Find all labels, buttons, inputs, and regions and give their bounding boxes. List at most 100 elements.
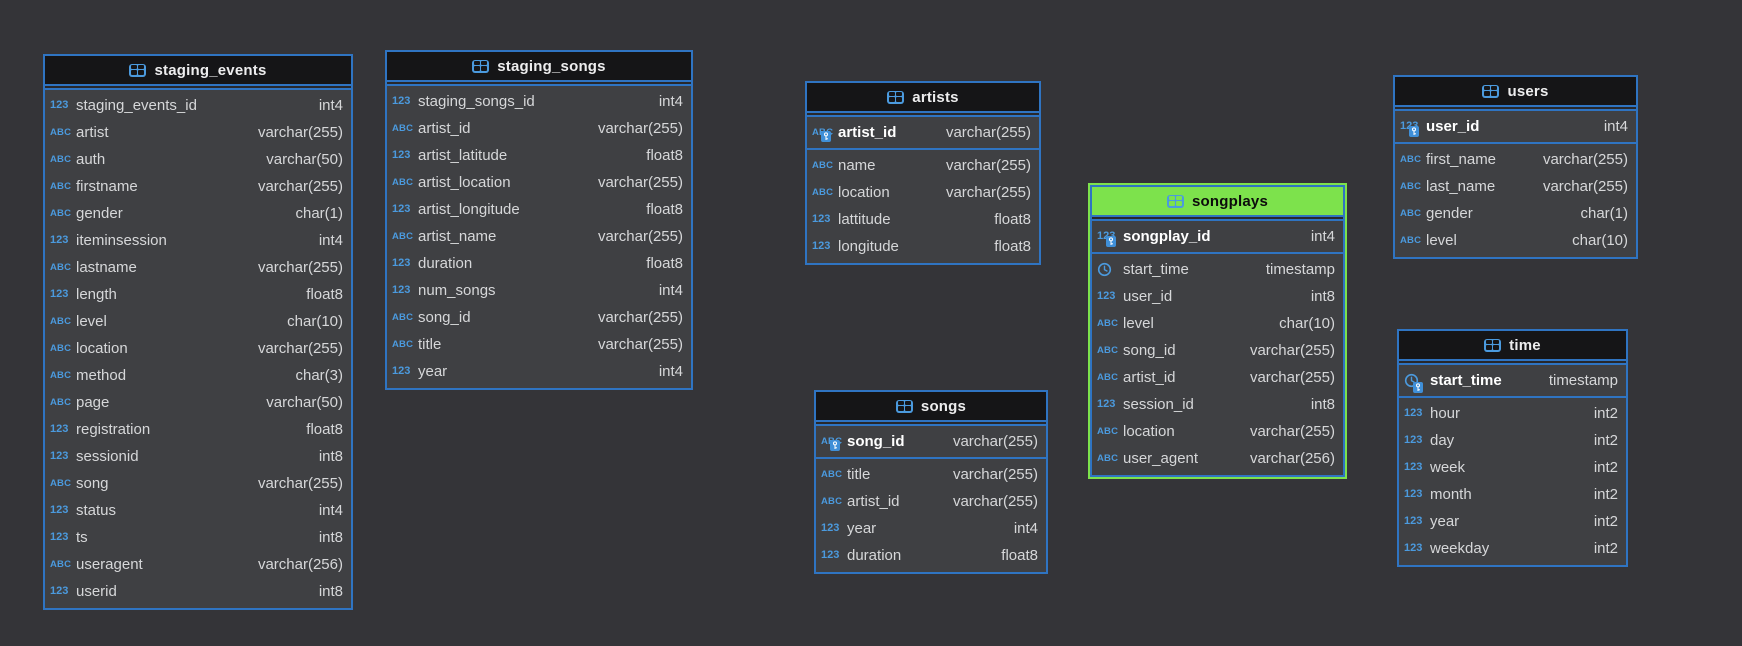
column-name: song xyxy=(76,475,109,492)
column-row-longitude[interactable]: 123 longitude float8 xyxy=(807,233,1039,260)
column-row-name[interactable]: ABC name varchar(255) xyxy=(807,152,1039,179)
column-row-lastname[interactable]: ABC lastname varchar(255) xyxy=(45,254,351,281)
column-row-location[interactable]: ABC location varchar(255) xyxy=(1092,418,1343,445)
column-row-artist_longitude[interactable]: 123 artist_longitude float8 xyxy=(387,196,691,223)
column-row-song[interactable]: ABC song varchar(255) xyxy=(45,470,351,497)
table-title: staging_events xyxy=(154,61,267,79)
table-songs[interactable]: songs ABC song_id varchar(255) ABC title… xyxy=(814,390,1048,574)
column-name: artist_id xyxy=(418,120,471,137)
column-row-start_time[interactable]: start_time timestamp xyxy=(1399,367,1626,394)
column-row-week[interactable]: 123 week int2 xyxy=(1399,454,1626,481)
column-row-song_id[interactable]: ABC song_id varchar(255) xyxy=(816,428,1046,455)
column-row-user_id[interactable]: 123 user_id int4 xyxy=(1395,113,1636,140)
table-staging_songs[interactable]: staging_songs 123 staging_songs_id int4 … xyxy=(385,50,693,390)
column-name: year xyxy=(1430,513,1460,530)
column-type: int8 xyxy=(1310,288,1335,305)
column-row-status[interactable]: 123 status int4 xyxy=(45,497,351,524)
column-row-lattitude[interactable]: 123 lattitude float8 xyxy=(807,206,1039,233)
column-row-last_name[interactable]: ABC last_name varchar(255) xyxy=(1395,173,1636,200)
table-header[interactable]: songs xyxy=(816,392,1046,422)
column-row-artist_latitude[interactable]: 123 artist_latitude float8 xyxy=(387,142,691,169)
column-row-ts[interactable]: 123 ts int8 xyxy=(45,524,351,551)
table-header[interactable]: time xyxy=(1399,331,1626,361)
column-type: varchar(50) xyxy=(266,394,343,411)
column-row-duration[interactable]: 123 duration float8 xyxy=(816,542,1046,569)
table-icon xyxy=(1484,338,1502,352)
table-header[interactable]: artists xyxy=(807,83,1039,113)
text-type-icon: ABC xyxy=(50,261,72,273)
column-row-year[interactable]: 123 year int4 xyxy=(816,515,1046,542)
number-type-icon: 123 xyxy=(392,203,411,215)
column-row-level[interactable]: ABC level char(10) xyxy=(1092,310,1343,337)
column-row-song_id[interactable]: ABC song_id varchar(255) xyxy=(1092,337,1343,364)
column-row-useragent[interactable]: ABC useragent varchar(256) xyxy=(45,551,351,578)
column-row-artist_id[interactable]: ABC artist_id varchar(255) xyxy=(816,488,1046,515)
column-row-gender[interactable]: ABC gender char(1) xyxy=(1395,200,1636,227)
column-row-userid[interactable]: 123 userid int8 xyxy=(45,578,351,605)
table-header[interactable]: staging_events xyxy=(45,56,351,86)
number-type-icon: 123 xyxy=(1404,407,1423,419)
text-type-icon: ABC xyxy=(1400,153,1422,165)
column-row-session_id[interactable]: 123 session_id int8 xyxy=(1092,391,1343,418)
column-type: varchar(255) xyxy=(945,184,1031,201)
column-row-first_name[interactable]: ABC first_name varchar(255) xyxy=(1395,146,1636,173)
column-row-user_id[interactable]: 123 user_id int8 xyxy=(1092,283,1343,310)
column-row-level[interactable]: ABC level char(10) xyxy=(1395,227,1636,254)
column-row-artist_location[interactable]: ABC artist_location varchar(255) xyxy=(387,169,691,196)
table-header[interactable]: staging_songs xyxy=(387,52,691,82)
column-row-iteminsession[interactable]: 123 iteminsession int4 xyxy=(45,227,351,254)
column-row-staging_events_id[interactable]: 123 staging_events_id int4 xyxy=(45,92,351,119)
column-type: varchar(255) xyxy=(1249,423,1335,440)
column-row-length[interactable]: 123 length float8 xyxy=(45,281,351,308)
column-row-staging_songs_id[interactable]: 123 staging_songs_id int4 xyxy=(387,88,691,115)
table-users[interactable]: users 123 user_id int4 ABC first_name va… xyxy=(1393,75,1638,259)
column-row-song_id[interactable]: ABC song_id varchar(255) xyxy=(387,304,691,331)
text-type-icon: ABC xyxy=(392,176,414,188)
column-row-auth[interactable]: ABC auth varchar(50) xyxy=(45,146,351,173)
column-row-sessionid[interactable]: 123 sessionid int8 xyxy=(45,443,351,470)
datetime-type-icon xyxy=(1404,373,1430,393)
table-header[interactable]: songplays xyxy=(1092,187,1343,217)
column-row-page[interactable]: ABC page varchar(50) xyxy=(45,389,351,416)
column-row-level[interactable]: ABC level char(10) xyxy=(45,308,351,335)
columns-section: ABC name varchar(255) ABC location varch… xyxy=(807,152,1039,260)
column-row-month[interactable]: 123 month int2 xyxy=(1399,481,1626,508)
column-row-year[interactable]: 123 year int4 xyxy=(387,358,691,385)
column-row-user_agent[interactable]: ABC user_agent varchar(256) xyxy=(1092,445,1343,472)
column-row-artist_id[interactable]: ABC artist_id varchar(255) xyxy=(807,119,1039,146)
column-name: week xyxy=(1430,459,1466,476)
column-row-method[interactable]: ABC method char(3) xyxy=(45,362,351,389)
column-row-location[interactable]: ABC location varchar(255) xyxy=(45,335,351,362)
column-row-firstname[interactable]: ABC firstname varchar(255) xyxy=(45,173,351,200)
column-row-hour[interactable]: 123 hour int2 xyxy=(1399,400,1626,427)
column-row-weekday[interactable]: 123 weekday int2 xyxy=(1399,535,1626,562)
column-row-artist_id[interactable]: ABC artist_id varchar(255) xyxy=(387,115,691,142)
column-type: int2 xyxy=(1593,540,1618,557)
column-row-day[interactable]: 123 day int2 xyxy=(1399,427,1626,454)
text-type-icon: ABC xyxy=(1097,425,1119,437)
column-row-artist_id[interactable]: ABC artist_id varchar(255) xyxy=(1092,364,1343,391)
column-row-title[interactable]: ABC title varchar(255) xyxy=(816,461,1046,488)
table-header[interactable]: users xyxy=(1395,77,1636,107)
table-staging_events[interactable]: staging_events 123 staging_events_id int… xyxy=(43,54,353,610)
column-type: char(10) xyxy=(1572,232,1628,249)
table-artists[interactable]: artists ABC artist_id varchar(255) ABC n… xyxy=(805,81,1041,265)
column-name: page xyxy=(76,394,110,411)
text-type-icon: ABC xyxy=(812,186,834,198)
column-row-artist[interactable]: ABC artist varchar(255) xyxy=(45,119,351,146)
column-type: float8 xyxy=(306,421,343,438)
column-row-year[interactable]: 123 year int2 xyxy=(1399,508,1626,535)
column-row-songplay_id[interactable]: 123 songplay_id int4 xyxy=(1092,223,1343,250)
column-row-registration[interactable]: 123 registration float8 xyxy=(45,416,351,443)
column-row-start_time[interactable]: start_time timestamp xyxy=(1092,256,1343,283)
column-row-duration[interactable]: 123 duration float8 xyxy=(387,250,691,277)
column-row-location[interactable]: ABC location varchar(255) xyxy=(807,179,1039,206)
table-time[interactable]: time start_time timestamp 123 hour int2 … xyxy=(1397,329,1628,567)
column-row-gender[interactable]: ABC gender char(1) xyxy=(45,200,351,227)
column-row-num_songs[interactable]: 123 num_songs int4 xyxy=(387,277,691,304)
column-row-artist_name[interactable]: ABC artist_name varchar(255) xyxy=(387,223,691,250)
column-row-title[interactable]: ABC title varchar(255) xyxy=(387,331,691,358)
table-songplays[interactable]: songplays 123 songplay_id int4 start_tim… xyxy=(1088,183,1347,479)
number-type-icon: 123 xyxy=(50,288,69,300)
